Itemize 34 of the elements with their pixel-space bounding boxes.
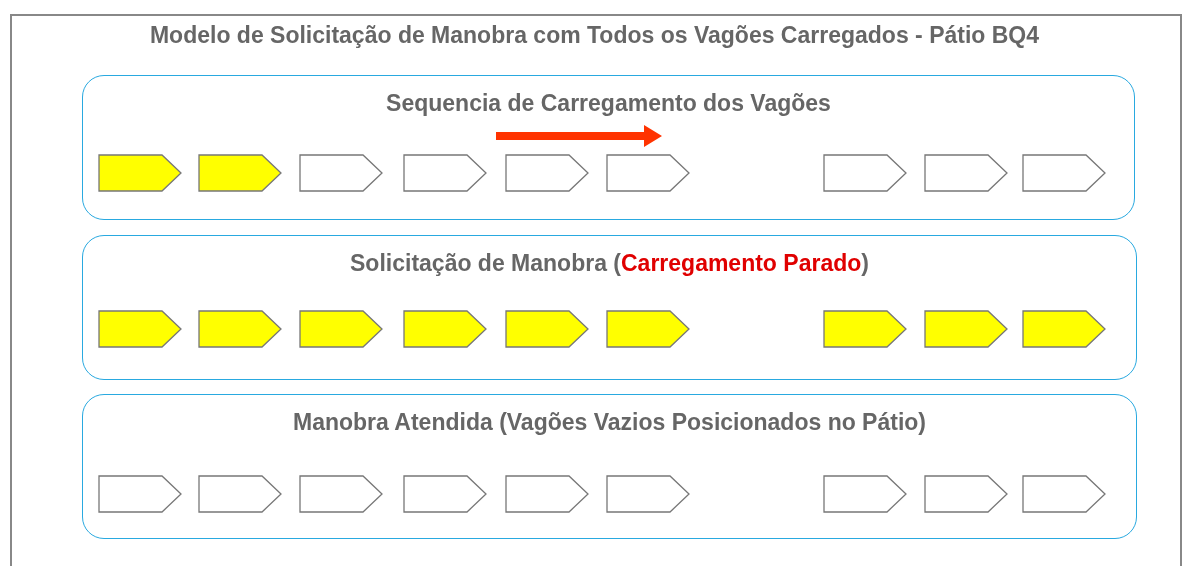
panel xyxy=(82,235,1137,380)
wagon-pentagon xyxy=(403,154,487,192)
panel xyxy=(82,75,1135,220)
wagon-pentagon xyxy=(606,310,690,348)
panel-heading: Solicitação de Manobra (Carregamento Parado) xyxy=(349,250,870,277)
wagon-pentagon xyxy=(403,475,487,513)
wagon-pentagon xyxy=(505,154,589,192)
wagon-pentagon xyxy=(924,154,1008,192)
wagon-pentagon xyxy=(198,154,282,192)
wagon-pentagon xyxy=(403,310,487,348)
wagon-pentagon xyxy=(98,310,182,348)
wagon-pentagon xyxy=(505,475,589,513)
wagon-pentagon xyxy=(924,475,1008,513)
wagon-pentagon xyxy=(299,475,383,513)
wagon-pentagon xyxy=(823,475,907,513)
wagon-pentagon xyxy=(1022,310,1106,348)
title: Modelo de Solicitação de Manobra com Todos os Vagões Carregados - Pátio BQ4 xyxy=(148,22,1041,49)
wagon-pentagon xyxy=(299,310,383,348)
wagon-pentagon xyxy=(606,154,690,192)
wagon-pentagon xyxy=(823,310,907,348)
wagon-pentagon xyxy=(505,310,589,348)
wagon-pentagon xyxy=(98,475,182,513)
panel xyxy=(82,394,1137,539)
wagon-pentagon xyxy=(1022,154,1106,192)
wagon-pentagon xyxy=(198,475,282,513)
panel-heading: Manobra Atendida (Vagões Vazios Posicionados no Pátio) xyxy=(291,409,927,436)
wagon-pentagon xyxy=(299,154,383,192)
wagon-pentagon xyxy=(606,475,690,513)
wagon-pentagon xyxy=(1022,475,1106,513)
wagon-pentagon xyxy=(98,154,182,192)
wagon-pentagon xyxy=(823,154,907,192)
wagon-pentagon xyxy=(198,310,282,348)
panel-heading: Sequencia de Carregamento dos Vagões xyxy=(385,90,832,117)
wagon-pentagon xyxy=(924,310,1008,348)
